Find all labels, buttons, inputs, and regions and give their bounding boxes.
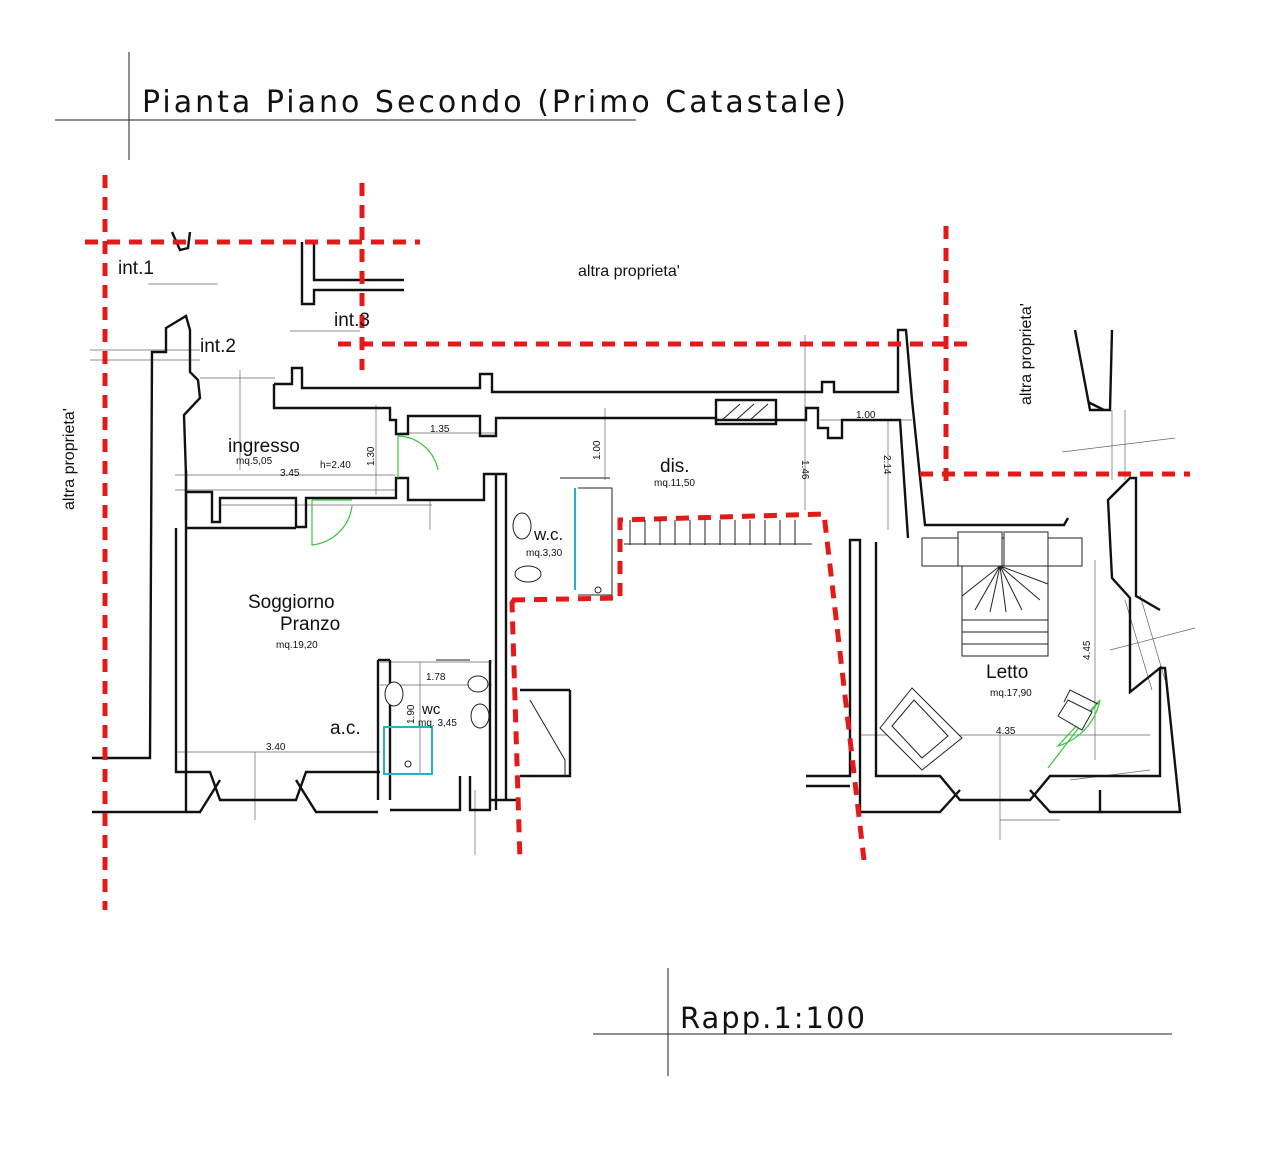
dim-4-45: 4.45: [1082, 640, 1093, 660]
scale-label: Rapp.1:100: [680, 1001, 867, 1035]
room-letto: Letto: [986, 662, 1028, 683]
dim-2-14: 2.14: [881, 455, 892, 475]
sanitary-fixtures: [384, 512, 542, 729]
room-ac: a.c.: [330, 718, 361, 739]
dim-1-78: 1.78: [426, 672, 446, 683]
area-wc2: mq. 3,45: [418, 718, 457, 729]
bed: [921, 531, 1083, 657]
room-wc1: w.c.: [533, 525, 563, 544]
dim-4-35: 4.35: [996, 726, 1016, 737]
area-letto: mq.17,90: [990, 688, 1032, 699]
dim-1-35: 1.35: [430, 424, 450, 435]
dim-1-30: 1.30: [366, 446, 377, 466]
dimensions: 1.35 1.30 3.45 1.00 1.46 2.14 1.00 1.78 …: [266, 410, 1093, 753]
plan-title: Pianta Piano Secondo (Primo Catastale): [142, 85, 849, 120]
dim-3-40: 3.40: [266, 742, 286, 753]
dim-1-00-b: 1.00: [856, 410, 876, 421]
dim-3-45: 3.45: [280, 468, 300, 479]
label-altra-top: altra proprieta': [578, 263, 680, 280]
room-dis: dis.: [660, 456, 690, 477]
area-soggiorno: mq.19,20: [276, 640, 318, 651]
height-ingresso: h=2.40: [320, 460, 351, 471]
area-wc1: mq.3,30: [526, 548, 563, 559]
room-wc2: wc: [421, 701, 441, 718]
construction-lines: [90, 283, 1196, 855]
dim-1-90: 1.90: [406, 704, 417, 724]
room-soggiorno-1: Soggiorno: [248, 592, 335, 613]
scale-block: Rapp.1:100: [593, 968, 1172, 1076]
chair: [1057, 689, 1099, 731]
walls: [92, 231, 1182, 814]
shower-fixtures: [383, 477, 613, 775]
room-soggiorno-2: Pranzo: [280, 614, 340, 635]
area-dis: mq.11,50: [654, 478, 695, 489]
property-boundaries: [85, 175, 1190, 910]
dim-1-46: 1.46: [799, 460, 810, 480]
label-int1: int.1: [118, 258, 154, 279]
label-int3: int.3: [334, 310, 370, 331]
armchair: [879, 687, 963, 771]
label-int2: int.2: [200, 336, 236, 357]
label-altra-right: altra proprieta': [1018, 303, 1035, 405]
labels: int.1 int.2 int.3 altra proprieta' altra…: [61, 258, 1035, 739]
title-block: Pianta Piano Secondo (Primo Catastale): [55, 52, 849, 160]
railing-lines: [529, 520, 812, 776]
dim-1-00-a: 1.00: [592, 440, 603, 460]
room-ingresso: ingresso: [228, 436, 300, 457]
area-ingresso: mq.5,05: [236, 456, 273, 467]
label-altra-left: altra proprieta': [61, 408, 78, 510]
